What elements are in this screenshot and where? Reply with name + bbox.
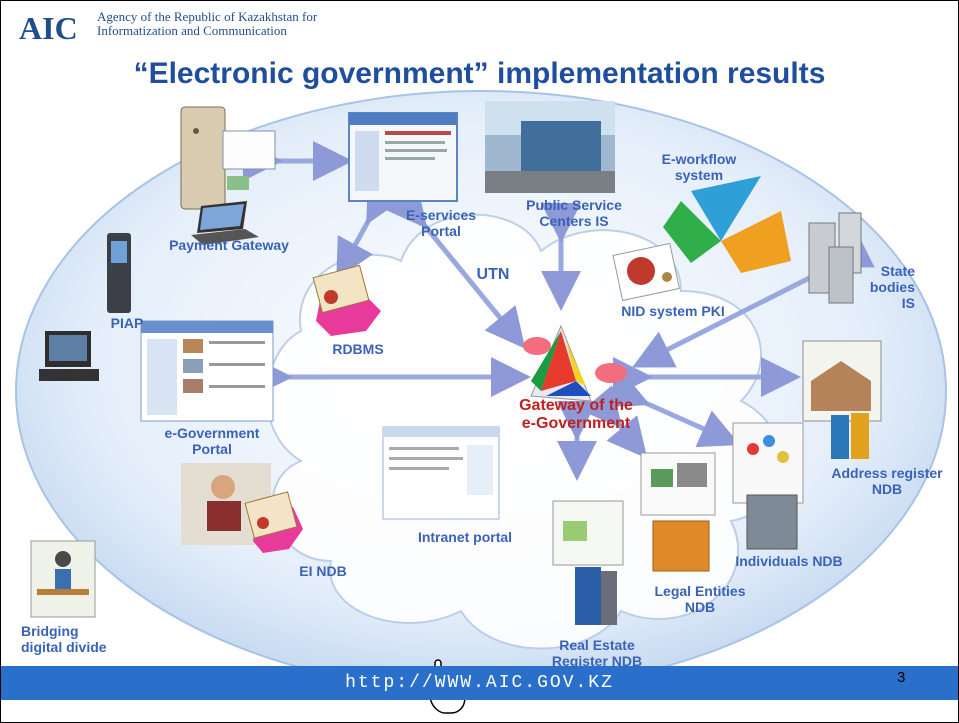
arrows xyxy=(243,141,875,481)
arrow-state-gateway xyxy=(632,231,875,368)
label-intranet-portal: Intranet portal xyxy=(417,529,513,545)
label-egov-portal: e-Government Portal xyxy=(147,425,277,457)
label-egov-line2: Portal xyxy=(192,441,232,457)
agency-line-1: Agency of the Republic of Kazakhstan for xyxy=(97,9,318,24)
label-nid-pki: NID system PKI xyxy=(621,303,725,319)
label-state-line3: IS xyxy=(901,295,915,311)
label-legal-line1: Legal Entities xyxy=(654,583,746,599)
label-state-line1: State xyxy=(880,263,915,279)
footer-bar xyxy=(1,666,958,700)
label-legal-entities: Legal Entities NDB xyxy=(635,583,765,615)
label-eworkflow-line2: system xyxy=(674,167,724,183)
arrow-eservices-gateway xyxy=(386,185,526,349)
label-realestate-line2: Register NDB xyxy=(551,653,643,669)
label-address-line2: NDB xyxy=(871,481,903,497)
agency-name: Agency of the Republic of Kazakhstan for… xyxy=(97,10,417,38)
label-individuals-ndb: Individuals NDB xyxy=(735,553,843,569)
label-bridging-line1: Bridging xyxy=(21,623,79,639)
nid-pki-icon xyxy=(612,242,680,302)
label-gateway-line2: e-Government xyxy=(521,415,631,432)
label-public-service-centers: Public Service Centers IS xyxy=(499,197,649,229)
state-bodies-servers-icon xyxy=(808,212,862,304)
label-address-register: Address register NDB xyxy=(817,465,957,497)
rdbms-icon xyxy=(312,264,381,336)
eworkflow-icon xyxy=(663,176,791,273)
agency-line-2: Informatization and Communication xyxy=(97,23,287,38)
label-utn: UTN xyxy=(476,266,510,283)
label-legal-line2: NDB xyxy=(684,599,716,615)
label-payment-gateway: Payment Gateway xyxy=(169,237,289,253)
intranet-portal-screenshot xyxy=(382,426,500,520)
label-real-estate: Real Estate Register NDB xyxy=(527,637,667,669)
label-address-line1: Address register xyxy=(831,465,943,481)
label-psc-line2: Centers IS xyxy=(539,213,609,229)
arrow-gateway-legal xyxy=(581,385,648,459)
piap-kiosk-icon xyxy=(107,233,131,313)
label-gateway-egov: Gateway of the e-Government xyxy=(491,397,661,433)
aic-logo: AIC xyxy=(19,10,78,46)
public-service-center-photo xyxy=(485,101,615,193)
label-rdbms: RDBMS xyxy=(332,341,384,357)
gateway-egov-icon xyxy=(523,324,627,402)
page-number: 3 xyxy=(897,669,906,686)
label-eservices-portal: E-services Portal xyxy=(391,207,491,239)
label-realestate-line1: Real Estate xyxy=(559,637,635,653)
ei-ndb-icon xyxy=(181,463,303,553)
label-eworkflow: E-workflow system xyxy=(649,151,749,183)
eservices-portal-screenshot xyxy=(348,112,458,202)
label-eworkflow-line1: E-workflow xyxy=(661,151,737,167)
payment-gateway-icon xyxy=(180,106,276,245)
egov-portal-screenshot xyxy=(140,320,274,422)
label-bridging-line2: digital divide xyxy=(21,639,107,655)
label-ei-ndb: EI NDB xyxy=(299,563,347,579)
address-register-icon xyxy=(802,340,882,459)
arrow-eservices-rdbms xyxy=(336,180,403,280)
label-gateway-line1: Gateway of the xyxy=(519,397,633,414)
label-bridging: Bridging digital divide xyxy=(21,623,151,655)
arrow-gateway-individuals xyxy=(605,370,741,448)
legal-entities-ndb-icon xyxy=(640,452,716,572)
label-state-line2: bodies xyxy=(869,279,915,295)
label-psc-line1: Public Service xyxy=(526,197,622,213)
desktop-computer-icon xyxy=(39,331,99,381)
label-egov-line1: e-Government xyxy=(164,425,260,441)
label-state-bodies: State bodies IS xyxy=(855,263,915,311)
individuals-ndb-icon xyxy=(732,422,804,550)
footer-url-link[interactable]: http://WWW.AIC.GOV.KZ xyxy=(345,673,614,693)
slide-title: “Electronic government” implementation r… xyxy=(133,57,826,90)
real-estate-ndb-icon xyxy=(552,500,624,625)
label-eservices-line2: Portal xyxy=(421,223,461,239)
label-piap: PIAP xyxy=(110,315,144,331)
bridging-icon xyxy=(30,540,96,618)
label-eservices-line1: E-services xyxy=(405,207,477,223)
